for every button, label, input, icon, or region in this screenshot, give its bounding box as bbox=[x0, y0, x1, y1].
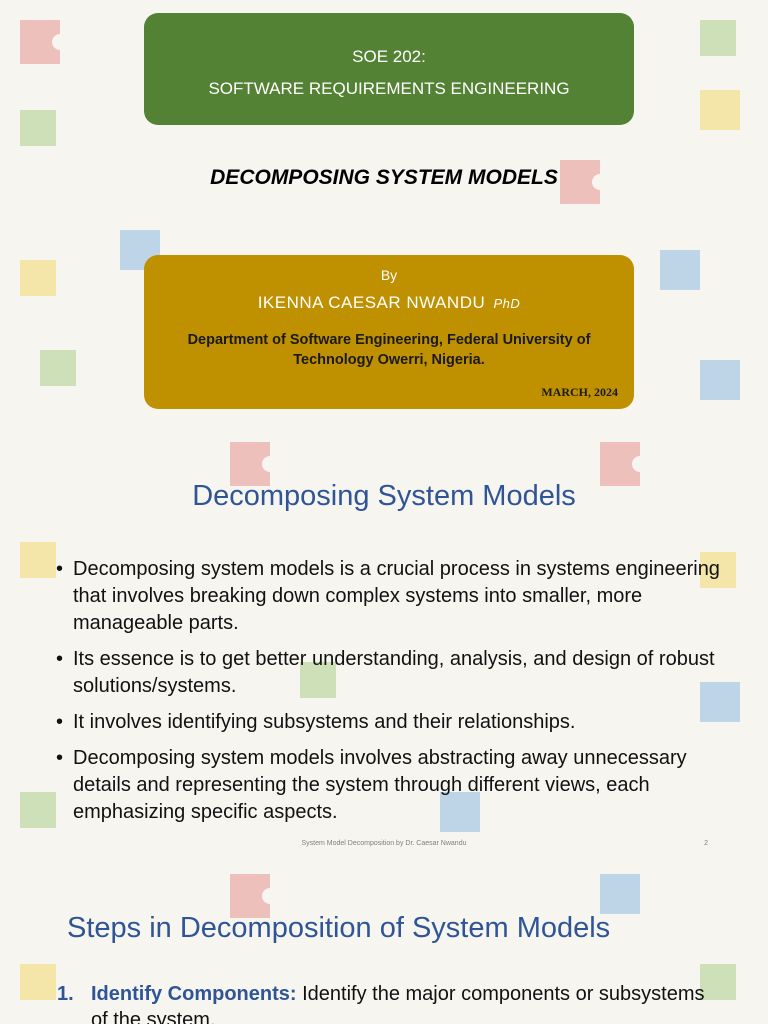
author-banner: By IKENNA CAESAR NWANDU PhD Department o… bbox=[144, 255, 634, 409]
list-item: Decomposing system models involves abstr… bbox=[56, 745, 726, 826]
list-item: Its essence is to get better understandi… bbox=[56, 646, 726, 700]
author-name: IKENNA CAESAR NWANDU bbox=[257, 293, 486, 312]
puzzle-piece-yellow-icon bbox=[20, 542, 56, 578]
puzzle-piece-green-icon bbox=[700, 964, 736, 1000]
deck-title: DECOMPOSING SYSTEM MODELS bbox=[210, 166, 558, 189]
overview-bullet-list: Decomposing system models is a crucial p… bbox=[56, 556, 726, 835]
puzzle-piece-yellow-icon bbox=[20, 964, 56, 1000]
overview-slide: Decomposing System Models Decomposing sy… bbox=[0, 432, 768, 864]
puzzle-piece-red-icon bbox=[230, 874, 270, 918]
slide-number: 2 bbox=[704, 840, 708, 847]
puzzle-piece-green-icon bbox=[20, 792, 56, 828]
puzzle-piece-red-icon bbox=[560, 160, 600, 204]
author-name-line: IKENNA CAESAR NWANDU PhD bbox=[144, 293, 634, 313]
presentation-date: MARCH, 2024 bbox=[541, 385, 618, 399]
author-department: Department of Software Engineering, Fede… bbox=[187, 332, 591, 368]
step-number: 1. bbox=[57, 983, 74, 1005]
course-code: SOE 202: bbox=[352, 47, 426, 66]
overview-heading: Decomposing System Models bbox=[192, 480, 576, 512]
puzzle-piece-blue-icon bbox=[600, 874, 640, 914]
step-text: Identify the major components or subsyst… bbox=[91, 983, 705, 1024]
step-lead: Identify Components: bbox=[91, 983, 297, 1005]
steps-slide: Steps in Decomposition of System Models … bbox=[0, 864, 768, 1024]
puzzle-piece-red-icon bbox=[20, 20, 60, 64]
list-item: 1. Identify Components: Identify the majo… bbox=[57, 981, 717, 1024]
course-banner: SOE 202: SOFTWARE REQUIREMENTS ENGINEERI… bbox=[144, 13, 634, 125]
puzzle-piece-blue-icon bbox=[700, 360, 740, 400]
puzzle-piece-green-icon bbox=[40, 350, 76, 386]
steps-heading: Steps in Decomposition of System Models bbox=[67, 912, 611, 944]
puzzle-wallpaper-icon bbox=[20, 20, 740, 400]
puzzle-piece-red-icon bbox=[600, 442, 640, 486]
by-label: By bbox=[380, 267, 398, 283]
slide-footer: System Model Decomposition by Dr. Caesar… bbox=[301, 840, 467, 847]
puzzle-piece-green-icon bbox=[20, 110, 56, 146]
author-degree: PhD bbox=[493, 296, 521, 311]
puzzle-piece-yellow-icon bbox=[20, 260, 56, 296]
puzzle-piece-green-icon bbox=[700, 20, 736, 56]
puzzle-piece-red-icon bbox=[230, 442, 270, 486]
title-slide: SOE 202: SOFTWARE REQUIREMENTS ENGINEERI… bbox=[0, 0, 768, 432]
puzzle-piece-yellow-icon bbox=[700, 90, 740, 130]
steps-list: 1. Identify Components: Identify the majo… bbox=[57, 981, 717, 1024]
list-item: Decomposing system models is a crucial p… bbox=[56, 556, 726, 637]
puzzle-wallpaper-icon bbox=[20, 874, 736, 1000]
list-item: It involves identifying subsystems and t… bbox=[56, 709, 726, 736]
course-name: SOFTWARE REQUIREMENTS ENGINEERING bbox=[208, 79, 570, 98]
puzzle-piece-blue-icon bbox=[660, 250, 700, 290]
